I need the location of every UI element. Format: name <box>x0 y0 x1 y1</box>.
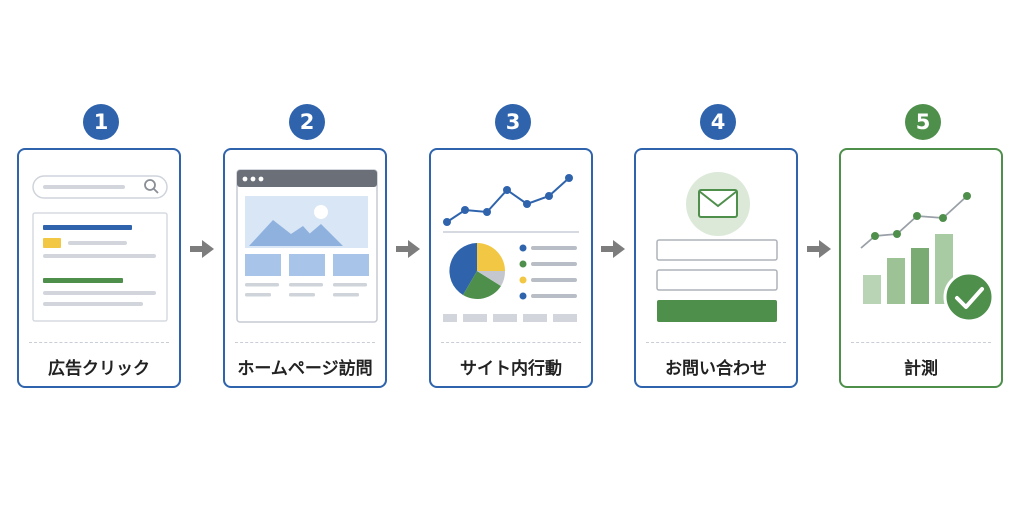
webpage-icon <box>236 169 378 323</box>
arrow-right-icon <box>601 240 625 258</box>
card-divider <box>851 342 991 343</box>
step-2: 2 ホームページ訪問 <box>223 0 391 512</box>
step-card: 広告クリック <box>17 148 181 388</box>
step-card: ホームページ訪問 <box>223 148 387 388</box>
step-number-badge: 4 <box>700 104 736 140</box>
step-label: 広告クリック <box>48 358 150 379</box>
step-label: お問い合わせ <box>665 358 767 379</box>
card-divider <box>646 342 786 343</box>
step-label: サイト内行動 <box>460 358 562 379</box>
card-divider <box>441 342 581 343</box>
step-4: 4 お問い合わせ <box>634 0 802 512</box>
step-card: お問い合わせ <box>634 148 798 388</box>
step-label: 計測 <box>904 358 938 379</box>
step-card: サイト内行動 <box>429 148 593 388</box>
card-divider <box>29 342 169 343</box>
analytics-dashboard-icon <box>443 174 579 322</box>
contact-form-icon <box>656 172 778 322</box>
step-label: ホームページ訪問 <box>237 358 373 379</box>
step-5: 5 計測 <box>839 0 1007 512</box>
step-card: 計測 <box>839 148 1003 388</box>
arrow-right-icon <box>190 240 214 258</box>
step-number-badge: 1 <box>83 104 119 140</box>
step-number-badge: 5 <box>905 104 941 140</box>
arrow-right-icon <box>807 240 831 258</box>
search-ad-icon <box>32 175 168 322</box>
growth-chart-check-icon <box>860 192 995 323</box>
card-divider <box>235 342 375 343</box>
arrow-right-icon <box>396 240 420 258</box>
step-1: 1 広告クリック <box>17 0 185 512</box>
step-number-badge: 2 <box>289 104 325 140</box>
step-number-badge: 3 <box>495 104 531 140</box>
step-3: 3 <box>429 0 597 512</box>
